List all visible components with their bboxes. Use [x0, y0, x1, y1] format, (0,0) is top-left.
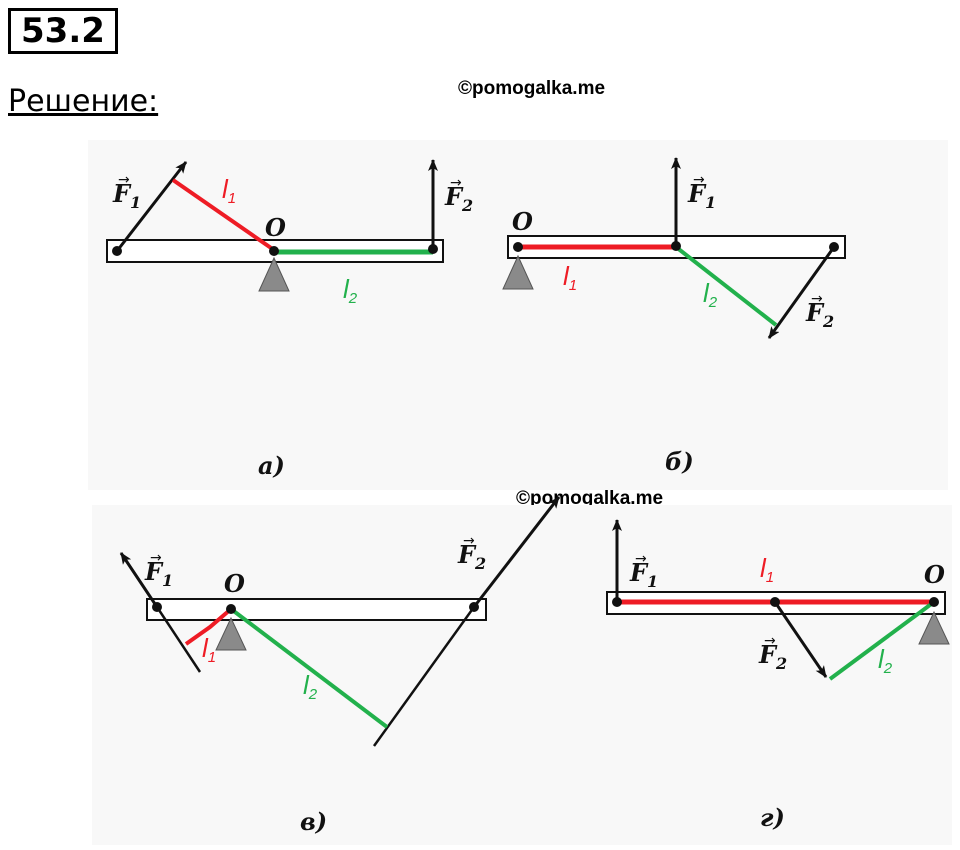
pivot-point — [269, 246, 279, 256]
arm-l2-line — [828, 600, 936, 681]
figure-a: F1 → F2 → O l1 l2 а) — [106, 159, 473, 480]
force-f2-arrow — [767, 246, 836, 339]
figure-panel-bottom — [92, 505, 952, 845]
support-triangle — [502, 254, 534, 290]
label-f2: F2 — [805, 298, 834, 331]
solution-heading: Решение: — [8, 84, 159, 119]
vector-sign: → — [450, 175, 462, 191]
arm-l2-line — [674, 245, 778, 327]
label-l2: l2 — [878, 644, 893, 677]
pivot-point — [513, 242, 523, 252]
vector-sign: → — [635, 551, 647, 567]
figure-v: F1 → F2 → O l1 l2 в) — [119, 496, 561, 836]
vector-sign: → — [463, 533, 475, 549]
caption-v: в) — [300, 807, 327, 836]
label-f1: F1 — [112, 179, 141, 212]
label-f1: F1 — [629, 558, 658, 591]
arm-l1-line — [184, 607, 233, 646]
label-l2: l2 — [703, 278, 718, 311]
vector-sign: → — [811, 291, 823, 307]
force-f1-extension — [155, 606, 202, 673]
force-f1-arrow — [115, 161, 188, 252]
caption-g: г) — [760, 803, 785, 832]
watermark: ©pomogalka.me — [458, 78, 606, 99]
label-f1: F1 — [144, 557, 173, 590]
label-f2: F2 — [444, 182, 473, 215]
vector-sign: → — [118, 172, 130, 188]
lever-bar — [146, 598, 487, 621]
pivot-point — [929, 597, 939, 607]
support-triangle — [258, 256, 290, 292]
label-l2: l2 — [343, 274, 358, 307]
force-point — [770, 597, 780, 607]
support-triangle — [918, 610, 950, 645]
label-l1: l1 — [760, 553, 774, 586]
figure-b: O F1 → F2 → l1 l2 б) — [502, 157, 846, 476]
vector-sign: → — [693, 172, 705, 188]
pivot-point — [226, 604, 236, 614]
label-pivot-o: O — [512, 207, 533, 236]
label-l2: l2 — [303, 670, 318, 703]
force-f2-arrow — [472, 496, 561, 608]
arm-l1-line — [171, 178, 276, 252]
caption-a: а) — [258, 451, 285, 480]
label-l1: l1 — [563, 261, 577, 294]
label-f2: F2 — [457, 540, 486, 573]
force-point — [152, 602, 162, 612]
caption-b: б) — [665, 447, 694, 476]
label-f1: F1 — [687, 179, 716, 212]
support-triangle — [215, 616, 247, 651]
label-pivot-o: O — [224, 569, 245, 598]
force-point — [469, 602, 479, 612]
force-point — [671, 241, 681, 251]
task-number: 53.2 — [8, 8, 118, 54]
label-l1: l1 — [222, 174, 236, 207]
force-point — [112, 246, 122, 256]
force-f1-arrow — [119, 552, 159, 608]
vector-sign: → — [764, 633, 776, 649]
label-pivot-o: O — [265, 213, 286, 242]
force-point — [829, 242, 839, 252]
force-point — [612, 597, 622, 607]
figure-g: F1 → F2 → O l1 l2 г) — [606, 519, 950, 832]
label-f2: F2 — [758, 640, 787, 673]
figure-panel-top — [88, 140, 948, 490]
vector-sign: → — [150, 550, 162, 566]
label-l1: l1 — [202, 633, 216, 666]
force-f2-extension — [372, 606, 476, 747]
force-f2-arrow — [773, 601, 828, 678]
arm-l2-line — [229, 607, 389, 729]
label-pivot-o: O — [924, 560, 945, 589]
force-point — [428, 244, 438, 254]
